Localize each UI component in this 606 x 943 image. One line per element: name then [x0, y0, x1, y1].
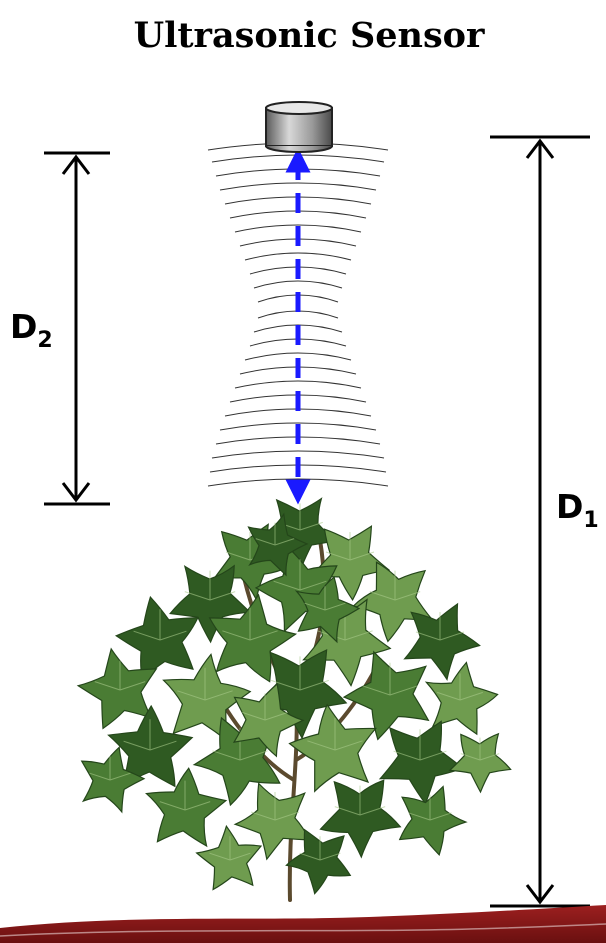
wave-arc [258, 311, 338, 318]
plant-leaf [197, 826, 261, 889]
d2-label: D2 [10, 307, 53, 353]
plant-leaf [380, 721, 463, 803]
wave-arc [208, 479, 388, 486]
wave-arc [212, 451, 384, 458]
diagram-title: Ultrasonic Sensor [134, 15, 485, 56]
dimension-d2 [44, 153, 110, 504]
plant-leaf [400, 787, 466, 855]
wave-arc [235, 381, 361, 388]
cotton-plant-icon [78, 499, 510, 900]
ultrasonic-sensor-icon [266, 102, 332, 152]
ground-band [0, 905, 606, 943]
wave-arc [254, 281, 342, 288]
wave-arc [220, 183, 376, 190]
plant-leaf [426, 663, 497, 735]
plant-leaf [146, 768, 226, 846]
wave-arc [245, 253, 351, 260]
d1-label: D1 [556, 487, 599, 533]
